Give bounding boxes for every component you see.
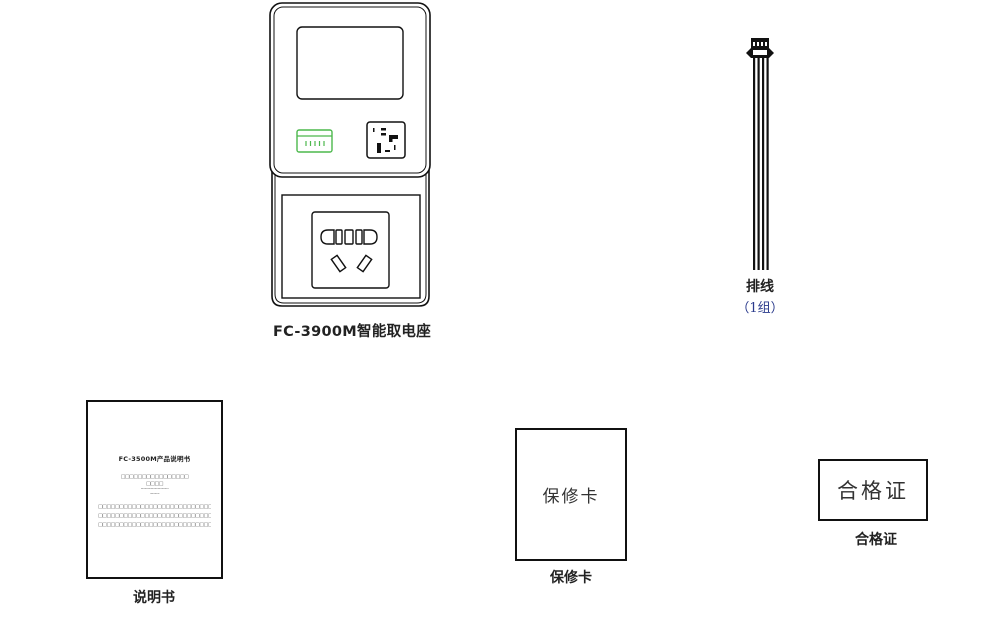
warranty-card: 保修卡 xyxy=(515,428,627,561)
power-outlet-icon xyxy=(311,211,390,289)
certificate-card: 合格证 xyxy=(818,459,928,521)
cable-quantity: （1组） xyxy=(736,301,784,316)
socket-caption: FC-3900M智能取电座 xyxy=(272,324,432,340)
smart-socket-illustration xyxy=(268,2,433,310)
manual-cover-line: □□□□□□□□□□□□□□□□□□□□□□□□□□□□□□ xyxy=(98,513,211,519)
manual-booklet: FC-3500M产品说明书 □□□□□□□□□□□□□□□□ □□□□ ····… xyxy=(86,400,223,579)
manual-cover-line: □□□□□□□□□□□□□□□□□□□□□□□□□□□□□□ xyxy=(98,522,211,528)
data-port-icon xyxy=(366,121,406,159)
manual-cover-title: FC-3500M产品说明书 xyxy=(118,455,191,463)
warranty-caption: 保修卡 xyxy=(550,570,592,586)
manual-cover-line: □□□□□□□□□□□□□□□□□□□□□□□□□□□□□□ xyxy=(98,504,211,510)
manual-cover-line: ············ xyxy=(149,492,160,496)
manual-cover-line: □□□□ xyxy=(146,481,163,487)
warranty-card-text: 保修卡 xyxy=(542,487,600,507)
ribbon-cable-icon xyxy=(746,38,774,270)
smart-socket-icon xyxy=(269,2,431,307)
certificate-caption: 合格证 xyxy=(855,532,897,548)
card-slot-icon xyxy=(296,129,333,153)
cable-caption: 排线 xyxy=(746,279,774,295)
certificate-card-text: 合格证 xyxy=(837,479,909,503)
ribbon-cable-illustration xyxy=(742,36,778,272)
manual-cover-line: ···································· xyxy=(140,487,169,491)
manual-caption: 说明书 xyxy=(133,590,175,606)
manual-cover-line: □□□□□□□□□□□□□□□□ xyxy=(120,474,189,480)
